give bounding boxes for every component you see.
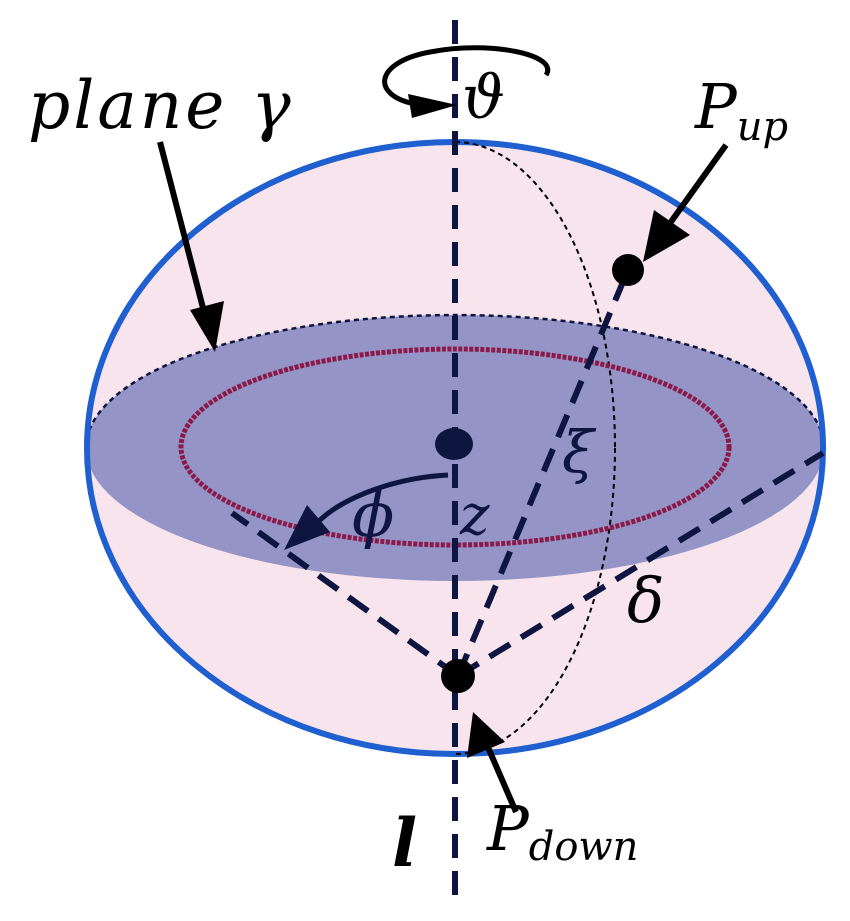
p-up-arrow-shaft (665, 143, 729, 228)
phi-arrowhead (284, 505, 330, 550)
p-down-arrow-shaft (484, 743, 519, 814)
plane-gamma-label: plane γ (28, 67, 294, 144)
phi-arrow (316, 472, 449, 524)
p-down-label: Pdown (486, 792, 638, 870)
plane-back-edge (84, 313, 826, 449)
plane-arrow-shaft (157, 141, 206, 309)
p-down-point (441, 659, 475, 693)
delta-label: δ (627, 564, 664, 637)
xi-label: ξ (562, 418, 597, 486)
plane-arrowhead (190, 301, 224, 352)
p-down-sub: down (529, 824, 639, 870)
phi-label: ϕ (352, 478, 394, 551)
p-down-arrowhead (467, 712, 505, 758)
p-down-main: P (486, 792, 530, 865)
rotation-arrowhead (408, 94, 457, 118)
p-up-label: Pup (694, 70, 788, 150)
p-up-arrowhead (643, 210, 690, 262)
p-up-point (612, 254, 644, 286)
p-up-main: P (694, 70, 738, 143)
line-to-plane-left (230, 510, 460, 679)
line-delta (456, 450, 825, 679)
z-label: z (459, 483, 490, 548)
theta-label: ϑ (462, 63, 505, 133)
center-point (435, 428, 473, 460)
meridian-arc (455, 141, 616, 755)
p-up-sub: up (737, 104, 788, 150)
axis-label: l (392, 804, 417, 882)
rotation-arc-back (382, 45, 551, 107)
